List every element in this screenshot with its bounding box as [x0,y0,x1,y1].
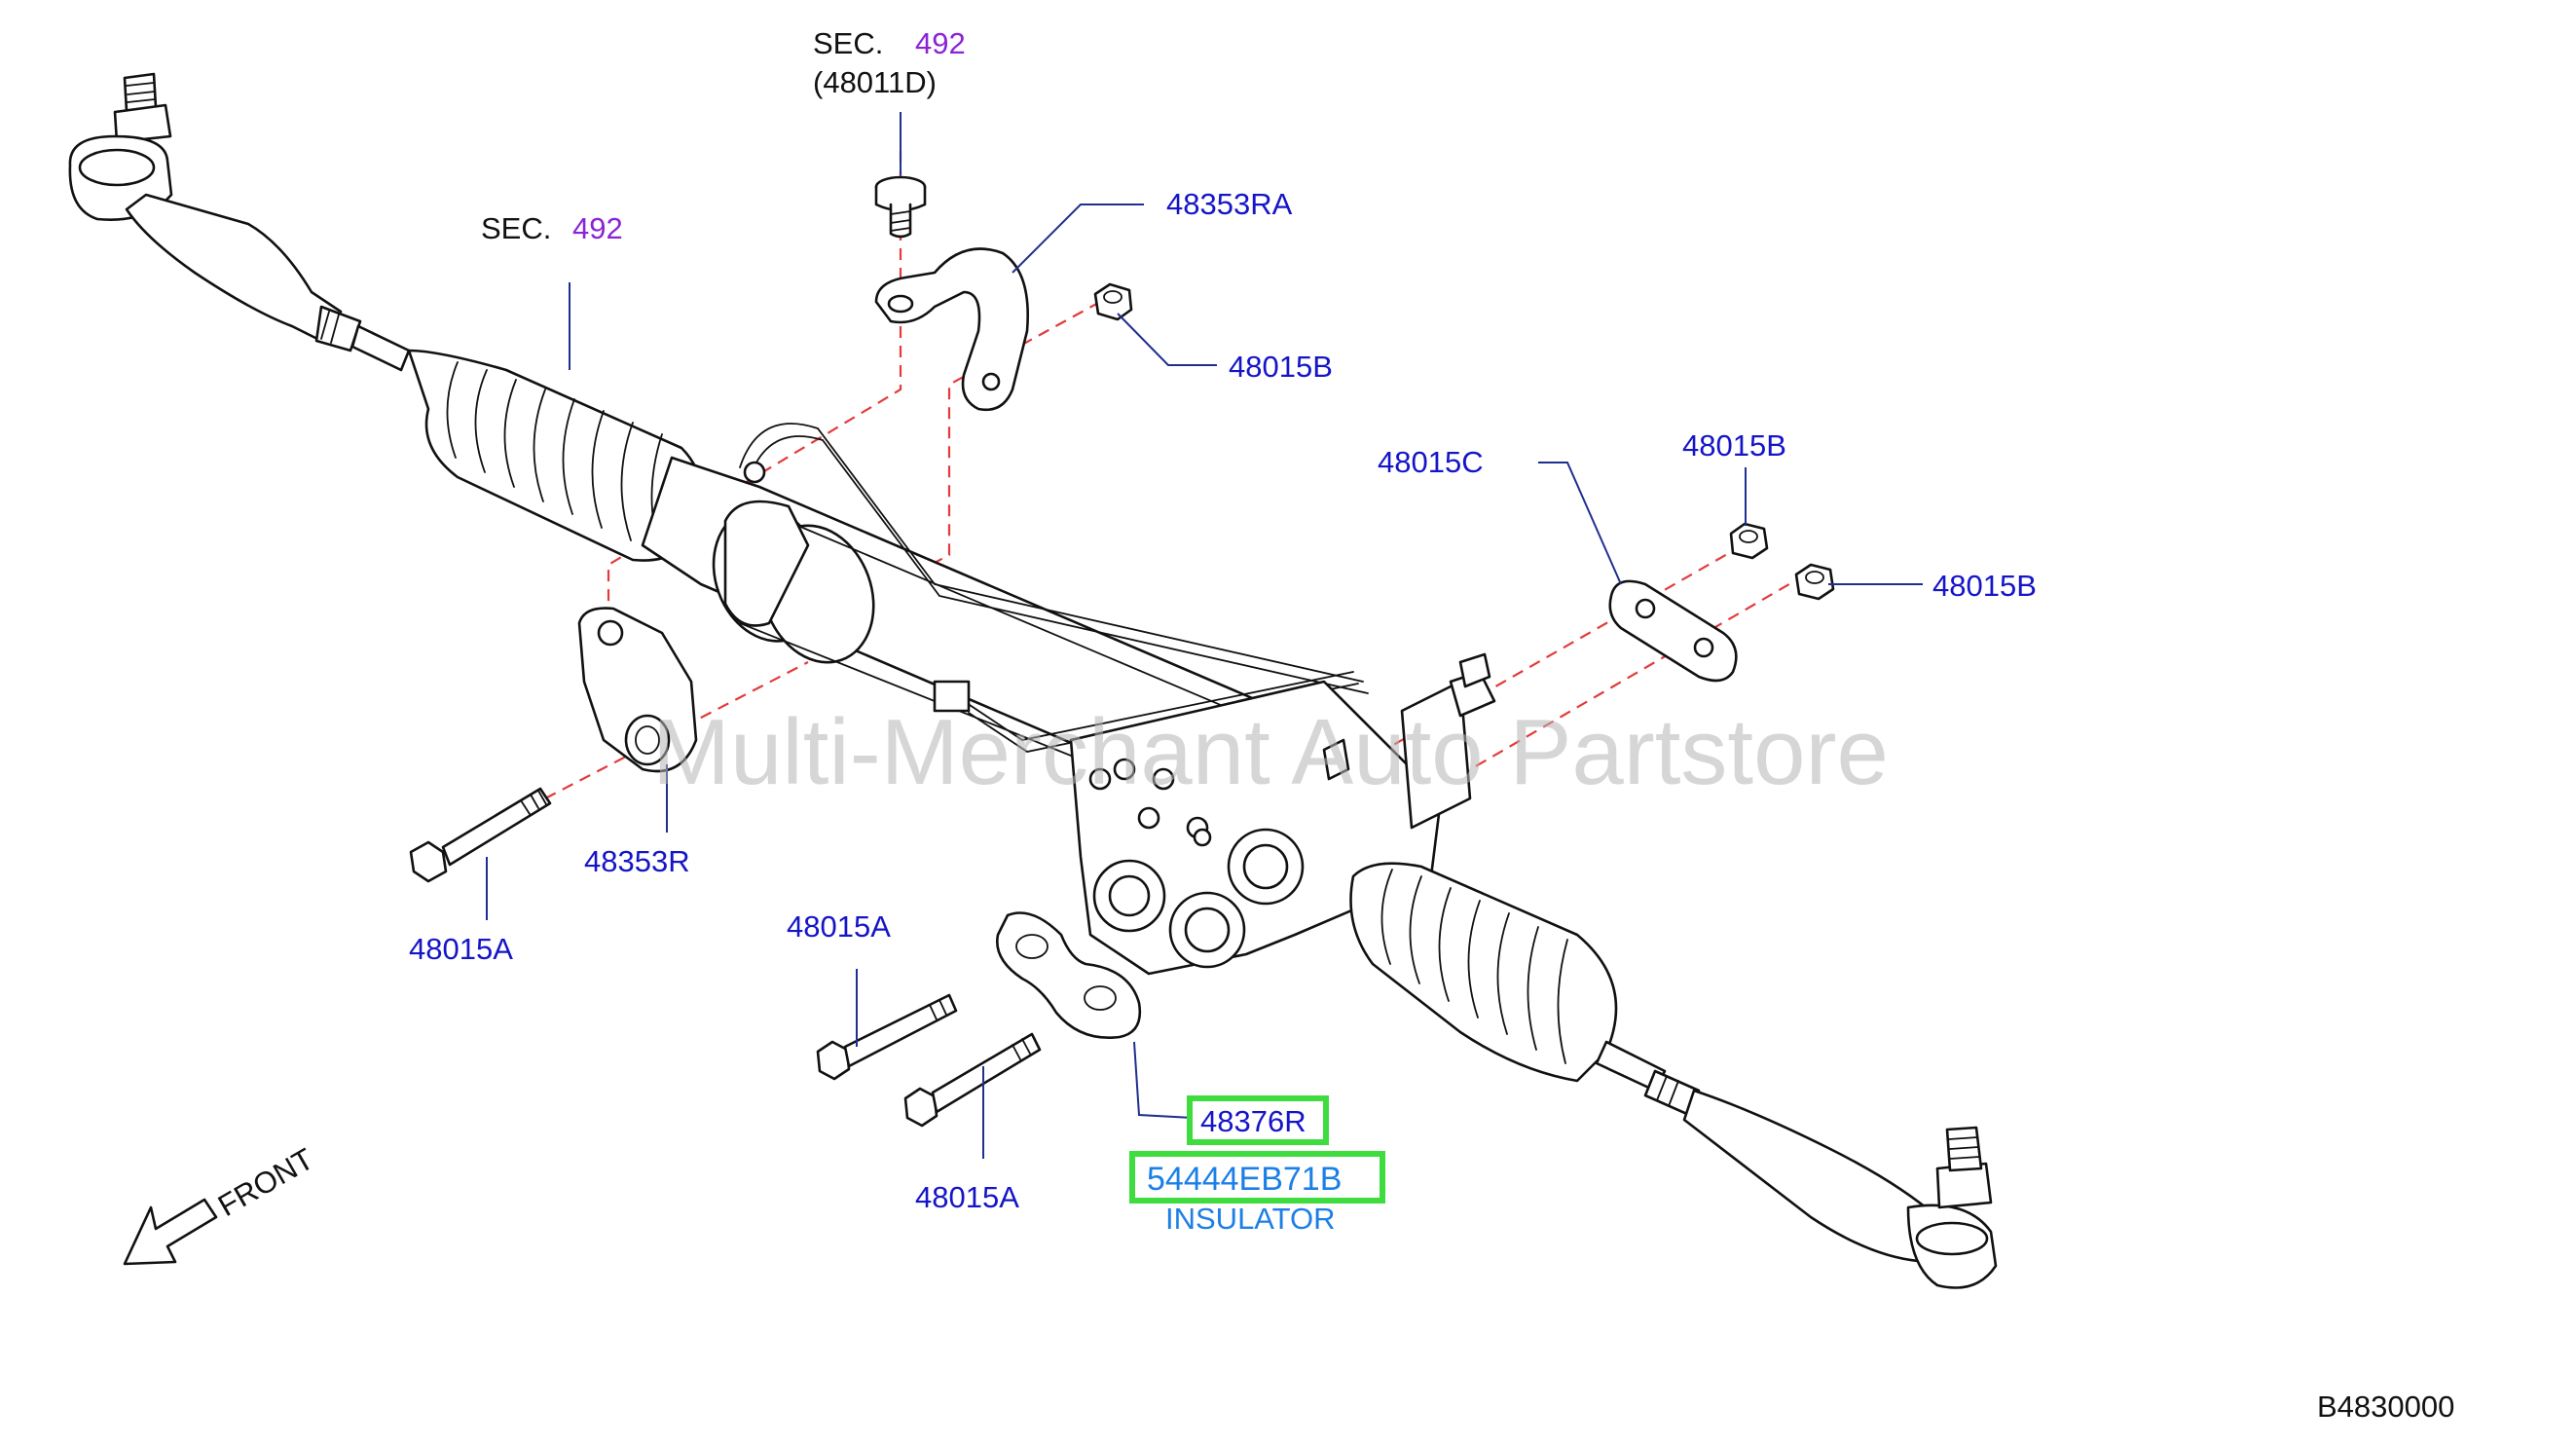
nut-48015b-right [1794,563,1835,601]
part-name-insulator: INSULATOR [1165,1202,1336,1236]
highlight-box-48376r [1187,1095,1329,1145]
label-48015c[interactable]: 48015C [1378,445,1484,479]
section-ref-left[interactable]: SEC. 492 [481,211,623,245]
leader-lines [486,112,1923,1159]
label-48376r[interactable]: 48376R [1200,1104,1306,1138]
label-48015a-left[interactable]: 48015A [409,932,513,966]
section-ref-top[interactable]: SEC. 492 (48011D) [813,26,966,99]
watermark: Multi-Merchant Auto Partstore [652,700,1889,804]
sec-number-top[interactable]: 492 [915,26,966,60]
label-48015a-mid[interactable]: 48015A [787,909,891,944]
label-48015b-mid[interactable]: 48015B [1682,428,1786,463]
nut-48015b-top [1093,282,1133,321]
highlight-part-number[interactable]: 54444EB71B INSULATOR [1129,1151,1385,1236]
part-number[interactable]: 54444EB71B [1147,1161,1342,1198]
label-48353ra[interactable]: 48353RA [1166,187,1293,221]
bolt-48015a-mid [816,993,958,1081]
insulator-48376r [995,911,1142,1039]
label-48015a-low[interactable]: 48015A [915,1180,1019,1214]
highlight-48376r[interactable]: 48376R [1187,1095,1329,1145]
gear-housing [1069,652,1496,976]
label-48015b-right[interactable]: 48015B [1932,569,2037,603]
nut-48015b-mid [1729,522,1769,560]
front-arrow-icon [123,1198,218,1266]
sec-sub-top: (48011D) [813,65,937,99]
sec-prefix-top: SEC. [813,26,883,60]
label-48353r[interactable]: 48353R [584,844,690,878]
plate-48015c [1608,579,1738,683]
front-indicator: FRONT [123,1141,319,1266]
bolt-48015a-left [409,787,552,883]
sec-number-left[interactable]: 492 [572,211,623,245]
diagram-code: B4830000 [2317,1389,2454,1424]
right-tie-rod-end [1595,1040,1998,1289]
bracket-48353ra [874,247,1029,412]
highlight-box-part-number [1129,1151,1385,1204]
right-boot [1349,862,1618,1083]
bracket-48353r [577,607,698,773]
top-bolt [874,175,927,239]
bolt-48015a-low [903,1032,1042,1128]
sec-prefix-left: SEC. [481,211,551,245]
front-label: FRONT [212,1141,319,1223]
label-48015b-top[interactable]: 48015B [1229,350,1333,384]
left-tie-rod-end [68,72,411,372]
